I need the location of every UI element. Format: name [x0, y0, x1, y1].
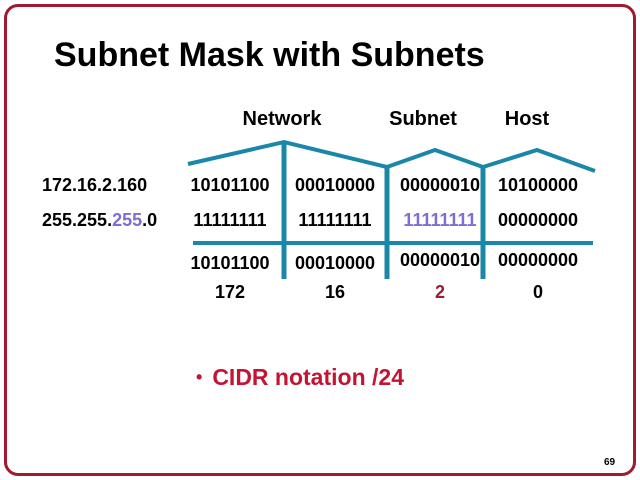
header-network: Network: [242, 108, 322, 130]
address-octet-1: 10101100: [190, 175, 270, 195]
subnet-mask-label: 255.255.255.0: [42, 210, 192, 231]
result-binary-octet-3: 00000010: [399, 250, 481, 270]
mask-octet-4: 00000000: [497, 210, 579, 230]
host-brace: [482, 147, 596, 173]
subnet-brace: [386, 147, 484, 169]
result-decimal-octet-4: 0: [532, 282, 543, 302]
address-octet-3: 00000010: [399, 175, 481, 195]
address-octet-2: 00010000: [294, 175, 376, 195]
mask-label-prefix: 255.255.: [42, 210, 113, 230]
mask-label-highlight: 255: [112, 210, 143, 230]
cidr-bullet: • CIDR notation /24: [196, 364, 404, 391]
result-decimal-octet-3: 2: [434, 282, 445, 302]
address-octet-4: 10100000: [497, 175, 579, 195]
bullet-marker: •: [196, 367, 203, 387]
page-number: 69: [604, 457, 616, 468]
slide-title: Subnet Mask with Subnets: [54, 36, 485, 74]
result-binary-octet-1: 10101100: [190, 253, 270, 273]
result-binary-octet-2: 00010000: [294, 253, 376, 273]
result-binary-octet-4: 00000000: [497, 250, 579, 270]
cidr-bullet-text: CIDR notation /24: [212, 364, 404, 390]
mask-octet-2: 11111111: [298, 210, 372, 230]
result-decimal-octet-2: 16: [324, 282, 346, 302]
mask-octet-3: 11111111: [403, 210, 477, 230]
header-subnet: Subnet: [389, 108, 457, 130]
result-decimal-octet-1: 172: [214, 282, 246, 302]
mask-label-suffix: .0: [142, 210, 158, 230]
network-brace: [187, 139, 388, 169]
mask-octet-1: 11111111: [193, 210, 267, 230]
ip-address-label: 172.16.2.160: [42, 175, 148, 195]
header-host: Host: [504, 108, 550, 130]
